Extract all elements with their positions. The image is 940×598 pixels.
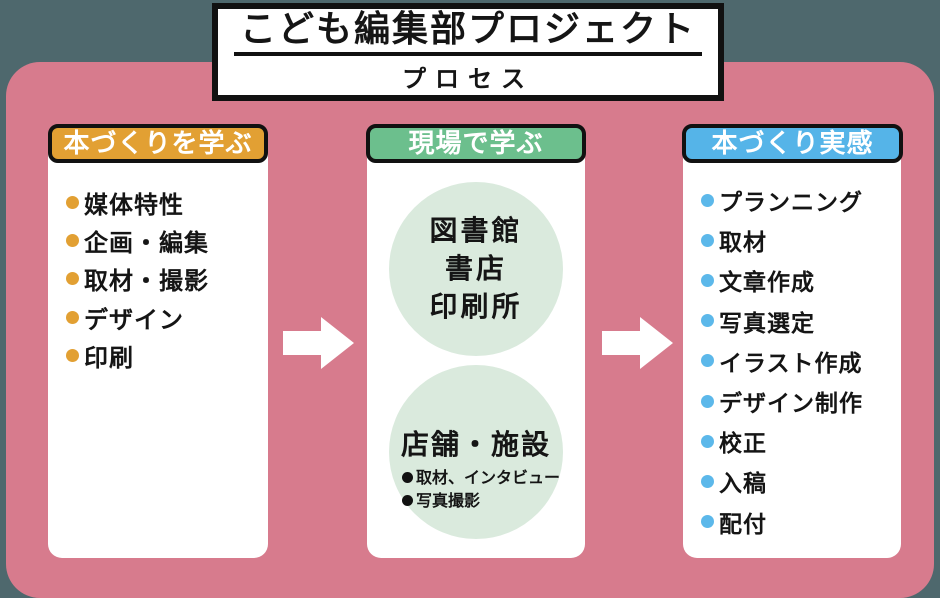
bullet-icon	[701, 515, 714, 529]
list-item-label: 入稿	[719, 471, 767, 498]
list-item-label: イラスト作成	[719, 350, 863, 377]
bullet-icon	[66, 310, 79, 324]
list-item-label: 写真選定	[719, 310, 815, 337]
bullet-icon	[701, 193, 714, 207]
bullet-icon	[66, 234, 79, 248]
column-header-bookmaking-experience: 本づくり実感	[682, 124, 903, 163]
list-item: 文章作成	[683, 260, 901, 300]
bullet-icon	[402, 472, 413, 483]
list-item: 写真撮影	[402, 489, 563, 512]
list-item: 校正	[683, 421, 901, 461]
place-label: 図書館	[429, 214, 523, 247]
list-item-label: 企画・編集	[84, 229, 209, 258]
list-item: 印刷	[48, 337, 268, 375]
list-item-label: デザイン	[84, 305, 184, 334]
bullet-icon	[701, 273, 714, 287]
place-label: 印刷所	[429, 290, 523, 323]
bullet-icon	[701, 394, 714, 408]
list-item: 取材	[683, 220, 901, 260]
place-label: 書店	[444, 252, 507, 285]
bullet-icon	[66, 349, 79, 363]
facility-list: 取材、インタビュー 写真撮影	[389, 466, 563, 512]
list-item-label: プランニング	[719, 190, 863, 217]
column-header-learn-bookmaking: 本づくりを学ぶ	[48, 124, 268, 163]
title-box: こども編集部プロジェクト プロセス	[212, 3, 724, 101]
list-item: 企画・編集	[48, 221, 268, 259]
list-item-label: 取材、インタビュー	[416, 468, 561, 487]
list-item-label: 取材・撮影	[84, 267, 209, 296]
list-item: 写真選定	[683, 301, 901, 341]
list-item: 取材、インタビュー	[402, 466, 563, 489]
bullet-icon	[701, 314, 714, 328]
bookmaking-experience-list: プランニング 取材 文章作成 写真選定 イラスト作成 デザイン制作 校正 入稿 …	[683, 180, 901, 542]
list-item: 媒体特性	[48, 183, 268, 221]
places-circle: 図書館 書店 印刷所	[389, 182, 563, 356]
bullet-icon	[402, 495, 413, 506]
bullet-icon	[66, 195, 79, 209]
list-item: 配付	[683, 502, 901, 542]
process-subtitle: プロセス	[402, 65, 534, 94]
arrow-right-icon	[602, 317, 673, 369]
learn-bookmaking-list: 媒体特性 企画・編集 取材・撮影 デザイン 印刷	[48, 183, 268, 375]
list-item-label: 印刷	[84, 344, 134, 373]
list-item-label: デザイン制作	[719, 391, 863, 418]
list-item: 取材・撮影	[48, 260, 268, 298]
column-card-learn-bookmaking	[48, 127, 268, 558]
list-item-label: 配付	[719, 511, 767, 538]
column-header-learn-onsite: 現場で学ぶ	[366, 124, 586, 163]
list-item-label: 写真撮影	[416, 491, 481, 510]
list-item-label: 文章作成	[719, 270, 815, 297]
list-item-label: 校正	[719, 431, 767, 458]
list-item: 入稿	[683, 461, 901, 501]
column-card-bookmaking-experience	[683, 127, 901, 558]
list-item: デザイン	[48, 298, 268, 336]
list-item: プランニング	[683, 180, 901, 220]
list-item: デザイン制作	[683, 381, 901, 421]
facility-circle: 店舗・施設 取材、インタビュー 写真撮影	[389, 365, 563, 539]
list-item-label: 媒体特性	[84, 190, 184, 219]
bullet-icon	[701, 233, 714, 247]
bullet-icon	[701, 434, 714, 448]
facility-title: 店舗・施設	[400, 428, 551, 461]
bullet-icon	[701, 354, 714, 368]
arrow-right-icon	[283, 317, 354, 369]
list-item: イラスト作成	[683, 341, 901, 381]
bullet-icon	[66, 272, 79, 286]
list-item-label: 取材	[719, 230, 767, 257]
project-title: こども編集部プロジェクト	[233, 10, 702, 57]
bullet-icon	[701, 474, 714, 488]
